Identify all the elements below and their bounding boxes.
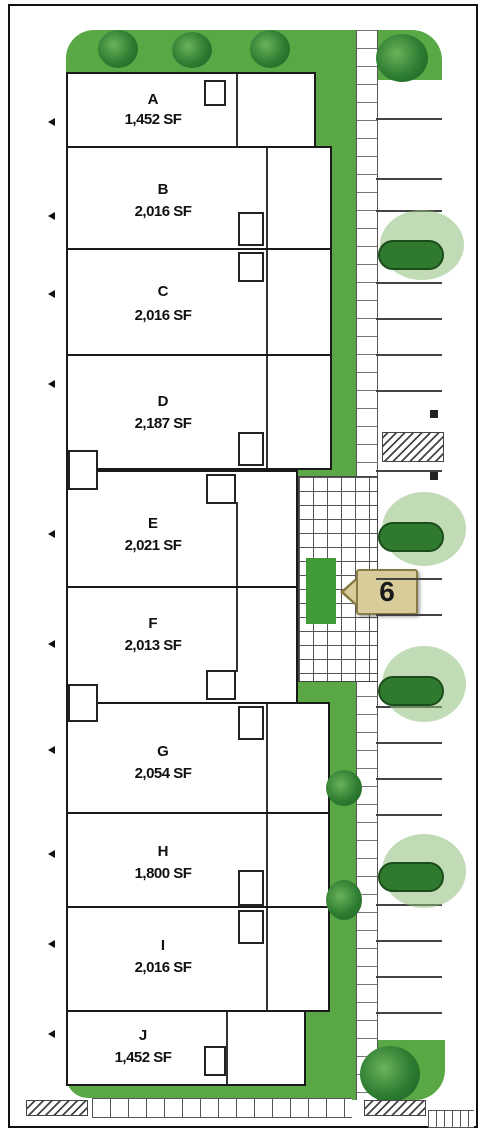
south-hatch-east (364, 1100, 426, 1116)
parking-stripe (376, 976, 442, 978)
unit-h-restroom (238, 870, 264, 906)
unit-g-label: G (157, 743, 169, 760)
unit-b-area: 2,016 SF (134, 203, 192, 220)
parking-island-1 (378, 240, 444, 270)
unit-d-partition (266, 356, 268, 468)
unit-c-label: C (157, 283, 169, 300)
unit-f-partition (236, 588, 238, 672)
utility-box-south (68, 684, 98, 722)
plaza-planter (306, 558, 336, 624)
door-marker-i (48, 940, 55, 948)
unit-a-restroom (204, 80, 226, 106)
unit-e: E 2,021 SF (66, 470, 298, 588)
unit-c-area: 2,016 SF (134, 307, 192, 324)
unit-i: I 2,016 SF (66, 906, 330, 1012)
parking-stripe (376, 1012, 442, 1014)
unit-i-restroom (238, 910, 264, 944)
unit-g-partition (266, 704, 268, 812)
accessible-aisle-hatch (382, 432, 444, 462)
unit-a-area: 1,452 SF (124, 111, 182, 128)
door-marker-b (48, 212, 55, 220)
unit-f-restroom (206, 670, 236, 700)
door-marker-e (48, 530, 55, 538)
parking-stripe (376, 742, 442, 744)
door-marker-f (48, 640, 55, 648)
unit-j-restroom (204, 1046, 226, 1076)
parking-stripe (376, 470, 442, 472)
south-east-grid (428, 1110, 474, 1128)
parking-stripe (376, 940, 442, 942)
unit-c-restroom (238, 252, 264, 282)
unit-f-area: 2,013 SF (124, 637, 182, 654)
parking-stripe (376, 118, 442, 120)
parking-stripe (376, 614, 442, 616)
unit-h-label: H (157, 843, 169, 860)
unit-a: A 1,452 SF (66, 72, 316, 148)
unit-g-restroom (238, 706, 264, 740)
unit-e-area: 2,021 SF (124, 537, 182, 554)
unit-i-area: 2,016 SF (134, 959, 192, 976)
south-hatch-west (26, 1100, 88, 1116)
unit-e-label: E (147, 515, 158, 532)
unit-a-partition (236, 74, 238, 146)
unit-e-partition (236, 502, 238, 586)
parking-stripe (376, 390, 442, 392)
unit-d: D 2,187 SF (66, 354, 332, 470)
parking-stripe (376, 814, 442, 816)
south-walkway-grid (92, 1098, 352, 1118)
parking-stripe (376, 178, 442, 180)
parking-stripe (376, 318, 442, 320)
unit-b-label: B (157, 181, 169, 198)
unit-e-restroom (206, 474, 236, 504)
parking-stripe (376, 778, 442, 780)
door-marker-h (48, 850, 55, 858)
unit-a-label: A (147, 91, 159, 108)
unit-j-area: 1,452 SF (114, 1049, 172, 1066)
unit-g-area: 2,054 SF (134, 765, 192, 782)
parking-stripe (376, 354, 442, 356)
unit-g: G 2,054 SF (66, 702, 330, 814)
tree-icon (172, 32, 212, 68)
unit-c-partition (266, 250, 268, 354)
unit-d-label: D (157, 393, 169, 410)
parking-island-4 (378, 862, 444, 892)
parking-stripe (376, 578, 442, 580)
tree-icon (326, 880, 362, 920)
parking-island-3 (378, 676, 444, 706)
tree-icon (360, 1046, 420, 1102)
tree-icon (250, 30, 290, 68)
door-marker-d (48, 380, 55, 388)
unit-i-label: I (160, 937, 166, 954)
unit-f-label: F (148, 615, 158, 632)
unit-h-area: 1,800 SF (134, 865, 192, 882)
parking-stripe (376, 282, 442, 284)
unit-b-restroom (238, 212, 264, 246)
door-marker-c (48, 290, 55, 298)
tree-icon (376, 34, 428, 82)
callout-marker: 6 (338, 569, 418, 615)
unit-d-restroom (238, 432, 264, 466)
unit-f: F 2,013 SF (66, 586, 298, 704)
callout-number: 6 (356, 569, 418, 615)
tree-icon (326, 770, 362, 806)
unit-i-partition (266, 908, 268, 1010)
unit-j: J 1,452 SF (66, 1010, 306, 1086)
utility-box-north (68, 450, 98, 490)
accessible-sign-north (430, 410, 438, 418)
door-marker-j (48, 1030, 55, 1038)
unit-b: B 2,016 SF (66, 146, 332, 250)
callout-arrow-fill (344, 579, 358, 605)
unit-b-partition (266, 148, 268, 248)
unit-c: C 2,016 SF (66, 248, 332, 356)
unit-h: H 1,800 SF (66, 812, 330, 908)
accessible-sign-south (430, 472, 438, 480)
unit-d-area: 2,187 SF (134, 415, 192, 432)
door-marker-a (48, 118, 55, 126)
unit-j-label: J (138, 1027, 148, 1044)
door-marker-g (48, 746, 55, 754)
unit-j-partition (226, 1012, 228, 1084)
tree-icon (98, 30, 138, 68)
unit-h-partition (266, 814, 268, 906)
parking-island-2 (378, 522, 444, 552)
